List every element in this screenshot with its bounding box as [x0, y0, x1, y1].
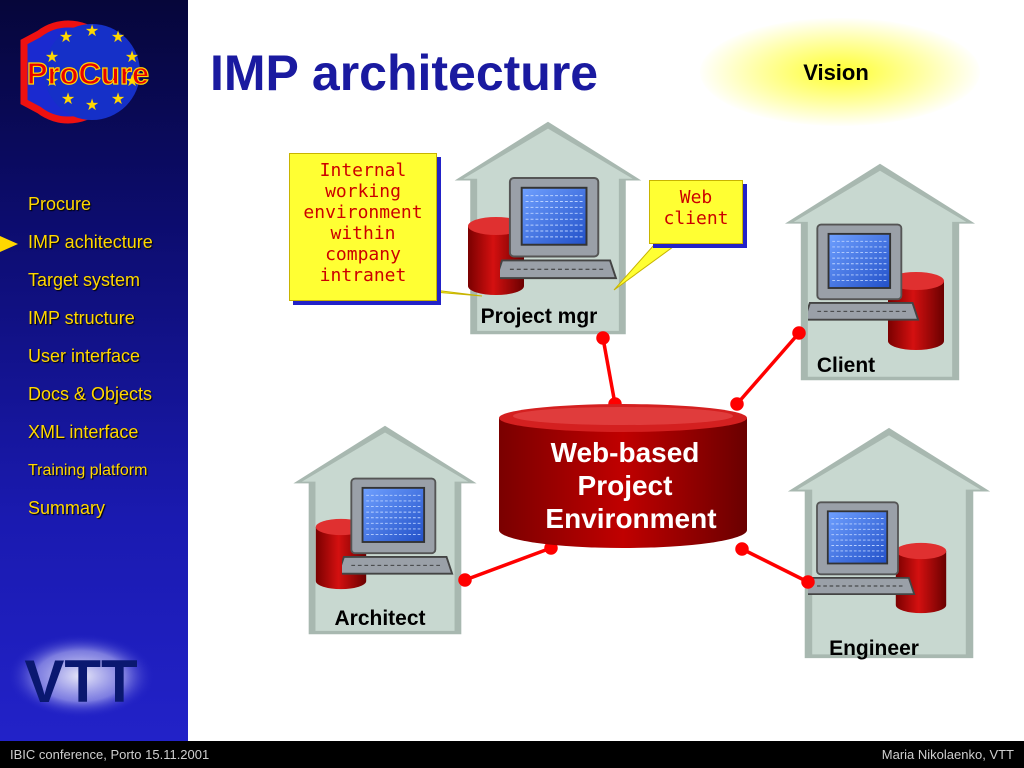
sidebar-item-imp-structure[interactable]: IMP structure — [0, 306, 188, 344]
svg-text:★: ★ — [85, 21, 99, 40]
page-title: IMP architecture — [210, 45, 599, 101]
footer-right-text: Maria Nikolaenko, VTT — [881, 747, 1014, 762]
house-architect: Architect — [293, 425, 477, 635]
sidebar-item-label[interactable]: IMP structure — [28, 308, 135, 328]
sidebar: ★★★ ★★ ★★★ ★★ ProCure Procure IMP achite… — [0, 0, 188, 741]
architecture-diagram: Project mgr Client Architect Engineer — [293, 121, 991, 660]
sidebar-item-label[interactable]: Docs & Objects — [28, 384, 153, 404]
label-engineer: Engineer — [829, 637, 919, 660]
procure-logo: ★★★ ★★ ★★★ ★★ ProCure — [20, 20, 150, 124]
sidebar-item-label[interactable]: Target system — [28, 270, 141, 290]
callout-web-client: Web client — [649, 180, 743, 244]
sidebar-item-xml-interface[interactable]: XML interface — [0, 420, 188, 458]
house-client: Client — [784, 163, 976, 381]
sidebar-item-label[interactable]: Summary — [28, 498, 106, 518]
sidebar-item-imp-achitecture[interactable]: IMP achitecture — [0, 230, 188, 268]
callout-internal: Internal working environment within comp… — [289, 153, 437, 301]
procure-logo-text: ProCure — [27, 56, 149, 91]
callout-web-client-text: Web client — [663, 187, 729, 229]
vtt-logo: VTT — [7, 634, 155, 718]
svg-text:★: ★ — [125, 71, 139, 90]
svg-text:★: ★ — [85, 95, 99, 114]
svg-text:★: ★ — [61, 89, 75, 108]
callout-internal-text: Internal working environment within comp… — [303, 160, 423, 286]
central-node-line-2: Project — [578, 470, 673, 501]
label-architect: Architect — [334, 607, 425, 630]
svg-text:★: ★ — [111, 27, 125, 46]
sidebar-item-label[interactable]: User interface — [28, 346, 141, 366]
sidebar-item-procure[interactable]: Procure — [0, 192, 188, 230]
footer-left-text: IBIC conference, Porto 15.11.2001 — [10, 747, 210, 762]
sidebar-item-label[interactable]: Training platform — [28, 462, 148, 479]
label-project-mgr: Project mgr — [481, 305, 598, 328]
central-database: Web-based Project Environment — [499, 404, 747, 548]
sidebar-nav: Procure IMP achitecture Target system IM… — [0, 192, 188, 534]
sidebar-item-label[interactable]: IMP achitecture — [28, 232, 153, 252]
vision-label: Vision — [803, 60, 869, 85]
footer: IBIC conference, Porto 15.11.2001 Maria … — [0, 741, 1024, 768]
central-node-line-1: Web-based — [551, 437, 700, 468]
house-project-mgr: Project mgr — [454, 121, 642, 335]
sidebar-item-docs-objects[interactable]: Docs & Objects — [0, 382, 188, 420]
sidebar-item-training-platform[interactable]: Training platform — [0, 458, 188, 496]
sidebar-item-summary[interactable]: Summary — [0, 496, 188, 534]
svg-text:★: ★ — [59, 27, 73, 46]
house-engineer: Engineer — [787, 427, 991, 660]
sidebar-item-label[interactable]: XML interface — [28, 422, 139, 442]
vtt-logo-text: VTT — [24, 648, 137, 715]
svg-text:★: ★ — [111, 89, 125, 108]
vision-glow — [700, 18, 980, 126]
svg-text:★: ★ — [45, 71, 59, 90]
label-client: Client — [817, 354, 875, 377]
sidebar-item-target-system[interactable]: Target system — [0, 268, 188, 306]
central-node-line-3: Environment — [545, 503, 716, 534]
sidebar-item-label[interactable]: Procure — [28, 194, 92, 214]
svg-text:★: ★ — [125, 47, 139, 66]
svg-text:★: ★ — [45, 47, 59, 66]
active-arrow-icon — [0, 236, 18, 252]
sidebar-item-user-interface[interactable]: User interface — [0, 344, 188, 382]
